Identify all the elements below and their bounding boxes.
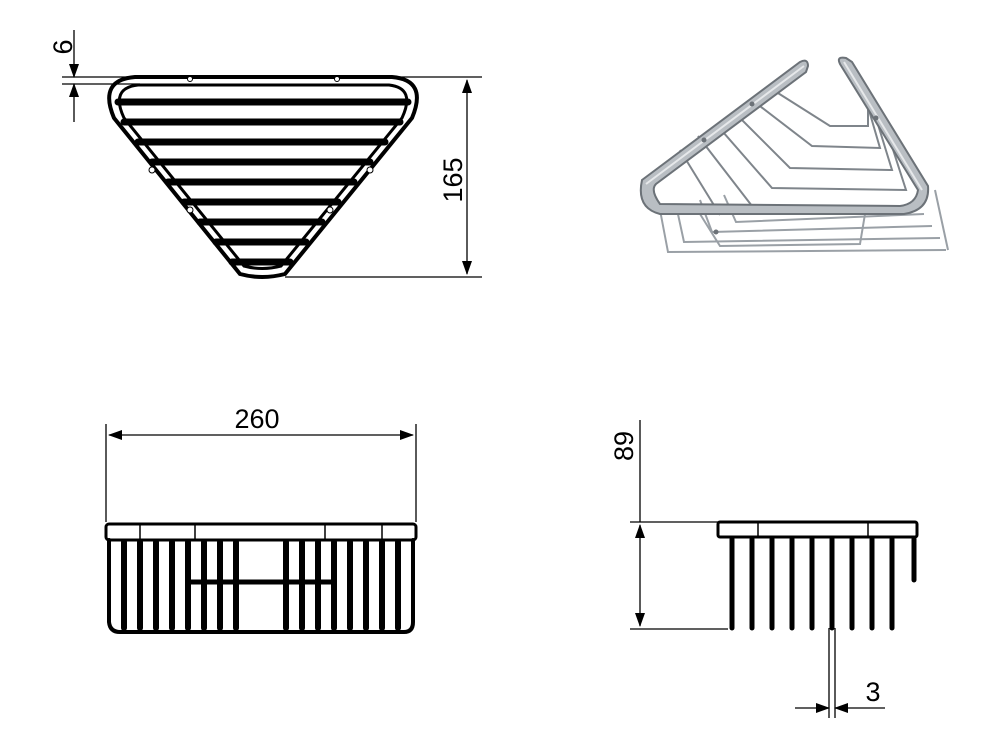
front-view-wires: [121, 539, 401, 631]
top-view-inner-rim: [117, 83, 409, 270]
dimension-depth: 165: [285, 76, 482, 278]
top-view-outer-rim: [107, 75, 419, 279]
front-view-rim: [104, 522, 418, 542]
side-view-rim-marks: [757, 522, 869, 537]
isometric-render: [639, 56, 949, 254]
side-view: 89 3: [609, 420, 919, 718]
dimension-height-label: 89: [609, 431, 639, 461]
dimension-wire-diameter: 3: [795, 628, 885, 718]
dimension-wire-diameter-label: 3: [865, 677, 880, 707]
side-view-wires: [729, 536, 917, 631]
top-view: 6 165: [48, 30, 482, 279]
dimension-rim-thickness: 6: [48, 30, 140, 122]
side-view-rim: [716, 520, 919, 539]
top-view-rivets: [148, 76, 374, 214]
render-lower-wires: [659, 189, 949, 254]
render-frame: [639, 56, 930, 215]
render-upper-wires: [679, 87, 918, 216]
dimension-width-label: 260: [234, 404, 279, 434]
dimension-depth-label: 165: [438, 157, 468, 202]
top-view-wires: [114, 98, 412, 266]
dimension-rim-thickness-label: 6: [48, 39, 78, 54]
front-view-bottom: [107, 538, 415, 634]
dimension-height: 89: [609, 420, 728, 630]
front-view: 260: [104, 404, 418, 634]
dimension-width: 260: [105, 404, 417, 522]
front-view-rim-marks: [139, 524, 383, 540]
